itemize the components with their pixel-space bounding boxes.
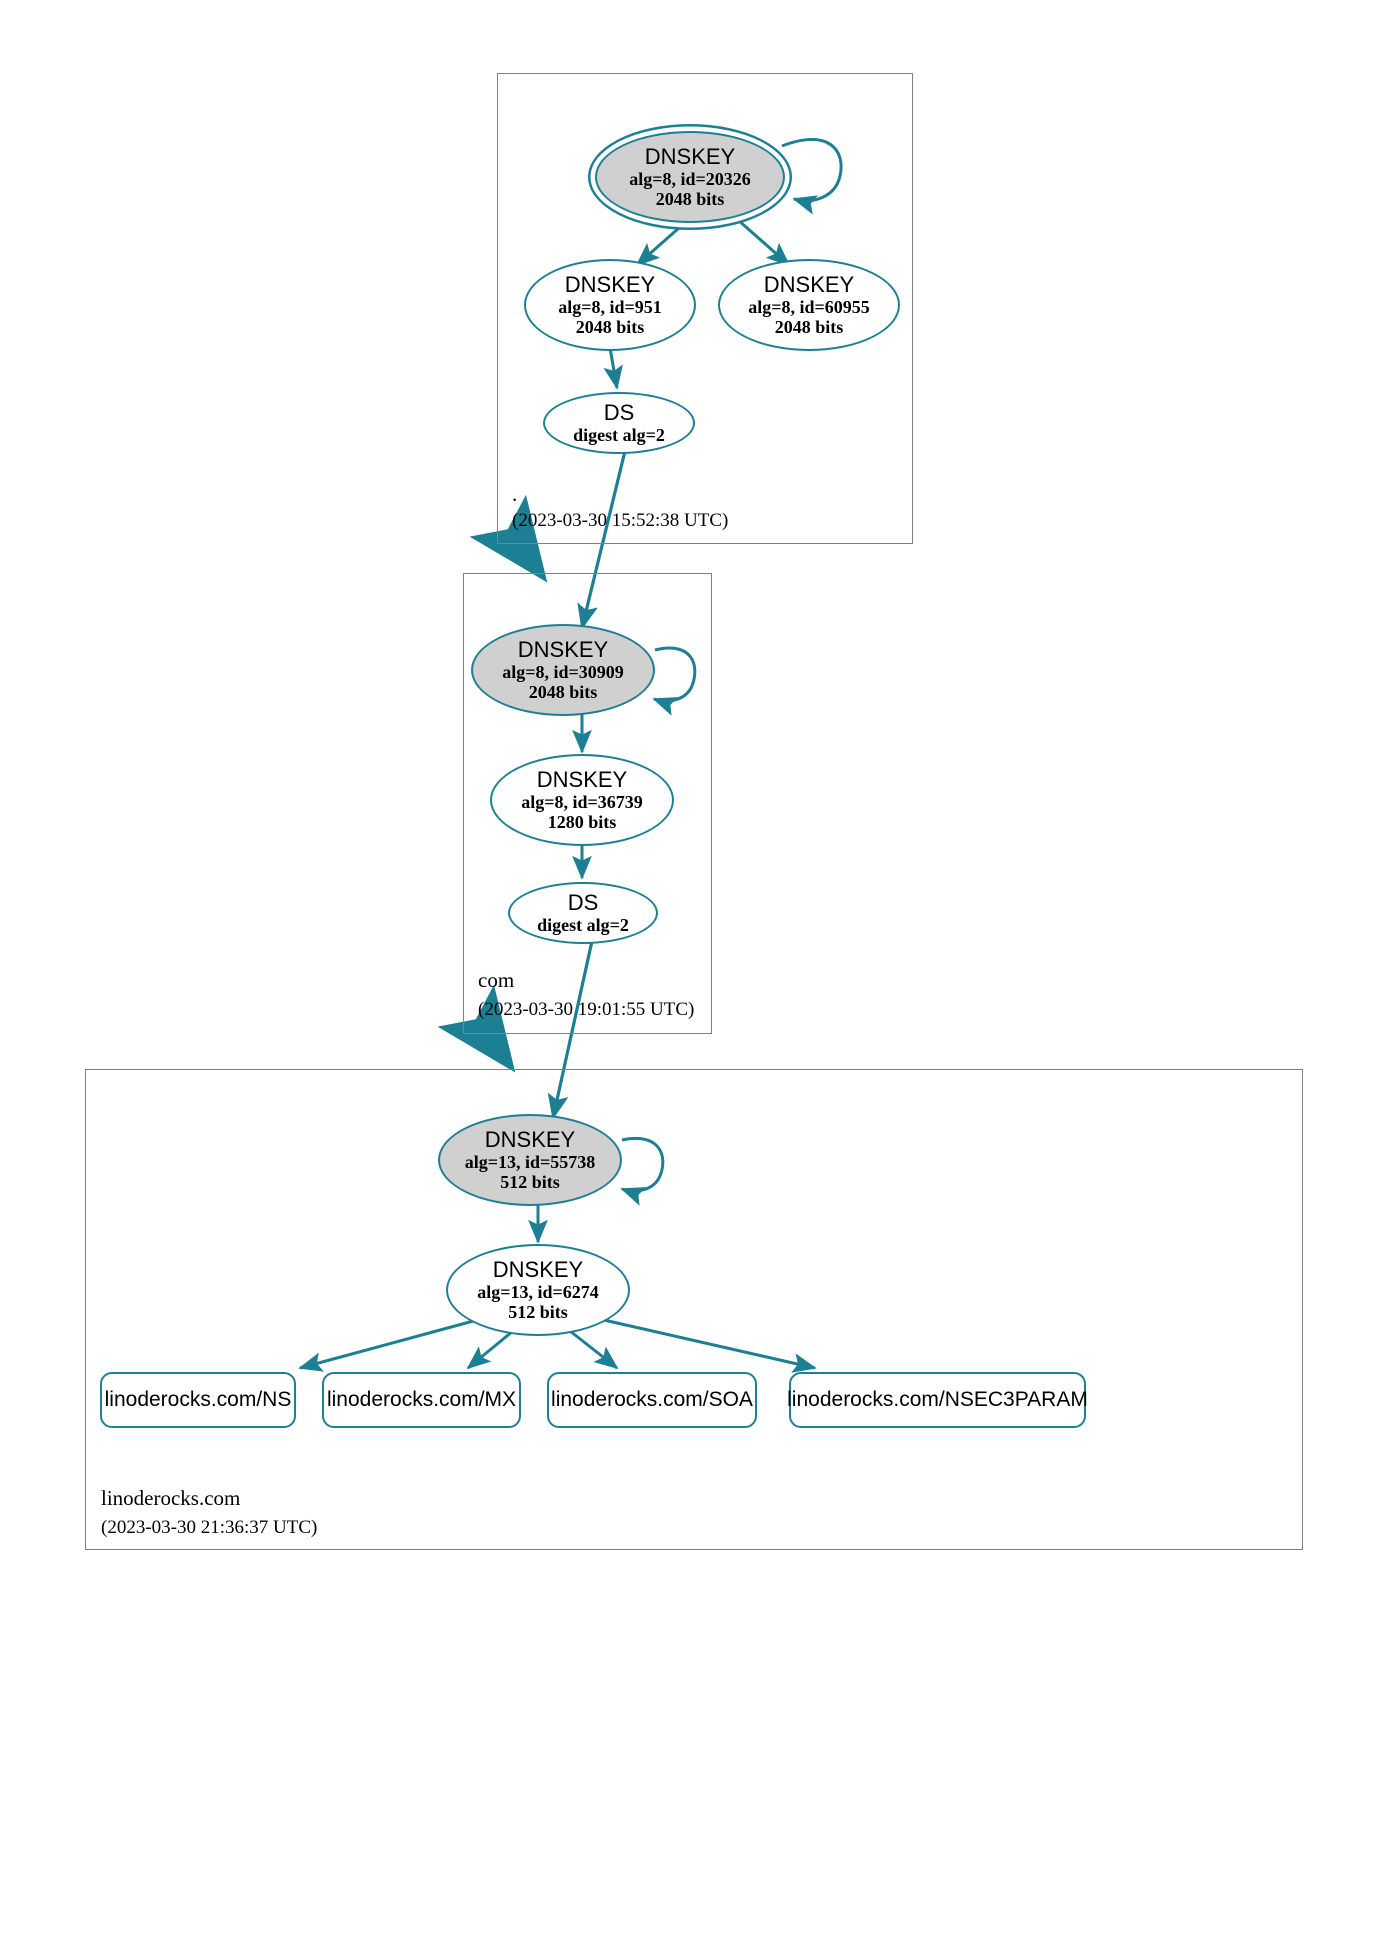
node-ds-com[interactable]: DS digest alg=2 <box>508 882 658 944</box>
zone-label-com: com <box>478 968 515 992</box>
node-type-label: DNSKEY <box>492 1256 584 1282</box>
node-params-label: alg=8, id=60955 <box>748 296 870 317</box>
node-type-label: DS <box>567 890 599 916</box>
delegation-arrow-root-to-com <box>469 494 548 583</box>
node-dnskey-root-zsk-60955[interactable]: DNSKEY alg=8, id=60955 2048 bits <box>718 259 900 351</box>
edge-root-ksk-to-zsk951 <box>635 218 689 267</box>
node-dnskey-linoderocks-ksk-55738[interactable]: DNSKEY alg=13, id=55738 512 bits <box>438 1114 622 1206</box>
edge-com-ds-to-zone-ksk <box>547 940 594 1120</box>
edge-zone-zsk-to-rrset-nsec3param <box>603 1318 817 1373</box>
node-type-label: DNSKEY <box>536 766 628 792</box>
node-type-label: DS <box>603 400 635 426</box>
zone-timestamp-com: (2023-03-30 19:01:55 UTC) <box>478 999 695 1020</box>
rrset-label: linoderocks.com/NS <box>104 1387 292 1411</box>
zone-timestamp-linoderocks: (2023-03-30 21:36:37 UTC) <box>101 1517 318 1538</box>
node-params-label: alg=8, id=36739 <box>521 791 643 812</box>
node-type-label: DNSKEY <box>517 636 609 662</box>
node-params-label: digest alg=2 <box>573 424 665 445</box>
delegation-arrow-com-to-linoderocks <box>437 984 516 1073</box>
rrset-label: linoderocks.com/SOA <box>551 1387 753 1411</box>
node-size-label: 2048 bits <box>774 316 844 337</box>
node-dnskey-linoderocks-zsk-6274[interactable]: DNSKEY alg=13, id=6274 512 bits <box>446 1244 630 1336</box>
node-params-label: digest alg=2 <box>537 914 629 935</box>
edge-root-ds-to-com-ksk <box>577 450 627 630</box>
zone-timestamp-root: (2023-03-30 15:52:38 UTC) <box>512 510 729 531</box>
node-size-label: 2048 bits <box>655 188 725 209</box>
node-size-label: 2048 bits <box>528 681 598 702</box>
zone-label-linoderocks: linoderocks.com <box>101 1486 241 1510</box>
edge-zone-zsk-to-rrset-mx <box>466 1329 514 1370</box>
node-type-label: DNSKEY <box>644 143 736 169</box>
edge-root-ksk-to-zsk60955 <box>737 218 791 267</box>
node-dnskey-com-ksk-30909[interactable]: DNSKEY alg=8, id=30909 2048 bits <box>471 624 655 716</box>
node-params-label: alg=13, id=55738 <box>464 1151 596 1172</box>
edge-zone-zsk-to-rrset-soa <box>569 1329 619 1370</box>
node-type-label: DNSKEY <box>564 271 656 297</box>
zone-label-root: . <box>512 482 518 506</box>
node-params-label: alg=8, id=30909 <box>502 661 624 682</box>
node-params-label: alg=8, id=20326 <box>629 168 751 189</box>
rrset-label: linoderocks.com/NSEC3PARAM <box>787 1387 1088 1411</box>
node-size-label: 512 bits <box>508 1301 568 1322</box>
node-dnskey-root-zsk-951[interactable]: DNSKEY alg=8, id=951 2048 bits <box>524 259 696 351</box>
node-ds-root[interactable]: DS digest alg=2 <box>543 392 695 454</box>
rrset-node-nsec3param[interactable]: linoderocks.com/NSEC3PARAM <box>787 1372 1088 1428</box>
zone-box-com <box>463 573 712 1034</box>
zone-box-root <box>497 73 913 544</box>
edge-zone-zsk-to-rrset-ns <box>298 1318 478 1372</box>
rrset-label: linoderocks.com/MX <box>326 1387 517 1411</box>
node-type-label: DNSKEY <box>484 1126 576 1152</box>
node-dnskey-com-zsk-36739[interactable]: DNSKEY alg=8, id=36739 1280 bits <box>490 754 674 846</box>
edge-root-ksk-self-sign <box>781 137 843 215</box>
node-size-label: 2048 bits <box>575 316 645 337</box>
rrset-node-ns[interactable]: linoderocks.com/NS <box>100 1372 296 1428</box>
node-type-label: DNSKEY <box>763 271 855 297</box>
node-size-label: 1280 bits <box>547 811 617 832</box>
rrset-node-mx[interactable]: linoderocks.com/MX <box>322 1372 521 1428</box>
rrset-node-soa[interactable]: linoderocks.com/SOA <box>547 1372 757 1428</box>
edge-root-zsk951-to-ds <box>603 347 623 390</box>
node-size-label: 512 bits <box>500 1171 560 1192</box>
node-params-label: alg=8, id=951 <box>558 296 662 317</box>
edge-com-ksk-self-sign <box>652 646 697 716</box>
edge-zone-ksk-self-sign <box>620 1137 665 1206</box>
node-dnskey-root-ksk-20326[interactable]: DNSKEY alg=8, id=20326 2048 bits <box>595 131 785 223</box>
zone-box-linoderocks <box>85 1069 1303 1550</box>
node-params-label: alg=13, id=6274 <box>477 1281 599 1302</box>
